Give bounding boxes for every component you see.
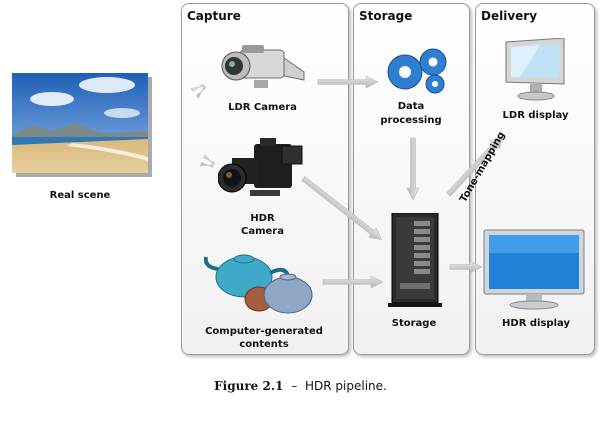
- arrow-storage-to-hdr-display: [449, 260, 483, 274]
- arrow-processing-to-storage: [406, 137, 420, 201]
- arrow-storage-to-ldr-display: [446, 135, 504, 197]
- caption-separator: –: [291, 379, 298, 393]
- hdr-camera-line1: HDR: [250, 213, 275, 224]
- delivery-title: Delivery: [481, 9, 538, 23]
- data-processing-line2: processing: [380, 115, 442, 126]
- figure-caption: Figure 2.1 – HDR pipeline.: [0, 379, 601, 393]
- cg-contents-line2: contents: [239, 339, 289, 350]
- arrow-hdr-camera-to-storage: [301, 176, 383, 241]
- storage-title: Storage: [359, 9, 413, 23]
- arrow-ldr-camera-to-processing: [317, 75, 379, 89]
- cg-contents-line1: Computer-generated: [205, 326, 323, 337]
- arrow-scene-to-hdr-camera: [199, 154, 215, 168]
- teapot-models-icon: [204, 254, 313, 314]
- ldr-camera-icon: [221, 45, 305, 88]
- ldr-camera-label: LDR Camera: [228, 102, 297, 113]
- arrow-cg-to-storage: [322, 275, 384, 289]
- ldr-display-label: LDR display: [502, 110, 569, 121]
- ldr-display-icon: [505, 38, 565, 101]
- gears-icon: [387, 48, 447, 94]
- storage-server-icon: [388, 213, 442, 307]
- data-processing-line1: Data: [397, 101, 425, 112]
- hdr-camera-line2: Camera: [241, 226, 284, 237]
- caption-text: HDR pipeline.: [305, 379, 387, 393]
- tone-mapping-label: Tone-mapping: [458, 130, 507, 204]
- hdr-display-label: HDR display: [502, 318, 570, 329]
- real-scene-label: Real scene: [49, 190, 111, 201]
- hdr-camera-icon: [218, 138, 303, 196]
- hdr-display-icon: [483, 229, 585, 310]
- real-scene-photo: [12, 73, 152, 177]
- figure-label: Figure 2.1: [214, 379, 284, 393]
- storage-label: Storage: [391, 318, 437, 329]
- capture-title: Capture: [187, 9, 241, 23]
- arrow-scene-to-ldr-camera: [190, 83, 207, 99]
